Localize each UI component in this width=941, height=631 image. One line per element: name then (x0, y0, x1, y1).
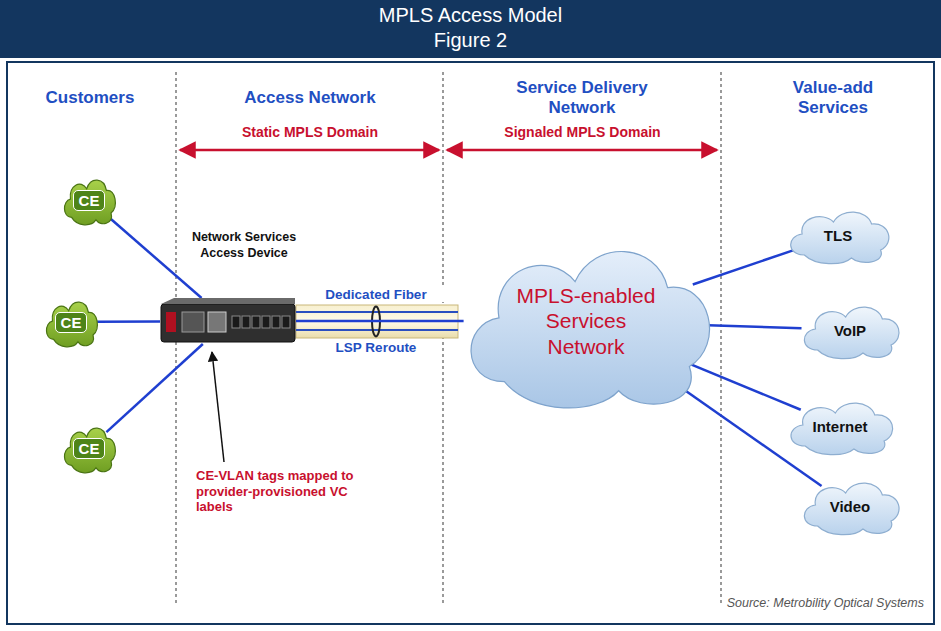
domain-label: Signaled MPLS Domain (470, 124, 695, 140)
column-heading: Value-add Services (768, 78, 898, 118)
domain-label: Static MPLS Domain (200, 124, 420, 140)
access-device: Network Services Access Device (160, 230, 300, 346)
service-cloud: VoIP (796, 300, 904, 360)
service-cloud: Internet (782, 396, 898, 456)
node-label: TLS (824, 227, 852, 244)
node-label: MPLS-enabled Services Network (511, 283, 661, 359)
diagram-title: MPLS Access Model (0, 4, 941, 27)
column-heading: Customers (20, 88, 160, 108)
node-label: CE (73, 190, 106, 211)
source-note: Source: Metrobility Optical Systems (600, 596, 924, 610)
figure-number: Figure 2 (0, 29, 941, 52)
customer-edge-cloud: CE (60, 422, 118, 474)
service-cloud: Video (796, 476, 904, 536)
link-line (107, 216, 202, 298)
node-label: VoIP (834, 322, 866, 339)
customer-edge-cloud: CE (60, 174, 118, 226)
node-label: CE (73, 438, 106, 459)
node-label: Internet (812, 418, 867, 435)
device-illustration (160, 298, 296, 344)
fiber-label: Dedicated Fiber (306, 287, 446, 302)
network-cloud: MPLS-enabled Services Network (450, 230, 722, 412)
callout-note: CE-VLAN tags mapped to provider-provisio… (196, 468, 376, 515)
domain-arrow (180, 149, 439, 152)
link-line (296, 320, 464, 323)
link-line (708, 325, 801, 328)
link-line (106, 344, 202, 432)
customer-edge-cloud: CE (42, 296, 100, 348)
callout-leader (212, 352, 224, 462)
node-label: CE (55, 312, 88, 333)
link-line (97, 320, 160, 323)
node-label: Video (830, 498, 871, 515)
service-cloud: TLS (782, 205, 894, 265)
column-heading: Service Delivery Network (487, 78, 677, 118)
device-label: Network Services Access Device (190, 230, 298, 261)
link-line (693, 249, 797, 284)
panel-frame (7, 62, 934, 624)
title-band (0, 0, 941, 58)
domain-arrow (447, 149, 717, 152)
fiber-label: LSP Reroute (318, 340, 434, 355)
column-heading: Access Network (200, 88, 420, 108)
